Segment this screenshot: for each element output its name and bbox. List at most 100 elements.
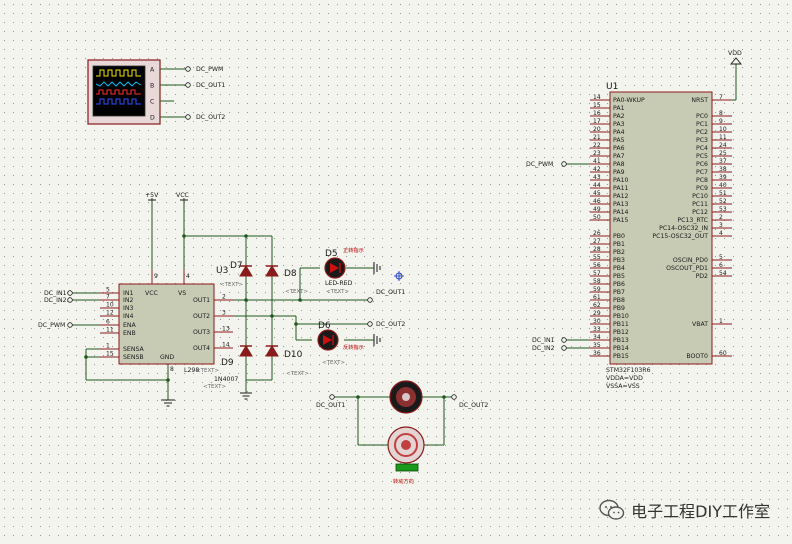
vdd-wires — [712, 57, 742, 101]
mcu-pin-number: 24 — [719, 142, 727, 149]
mcu-pin-number: 34 — [593, 334, 601, 341]
l298-pin-name: OUT3 — [193, 329, 210, 336]
mcu-pin-number: 6 — [719, 262, 723, 269]
diode-d8-ref: D8 — [284, 269, 297, 279]
mcu-pin-number: 22 — [593, 142, 601, 149]
mcu-pin-number: 39 — [719, 174, 727, 181]
l298-pin-number: 4 — [186, 273, 190, 280]
mcu-pin-name: PC4 — [696, 145, 708, 152]
mcu-pin-number: 44 — [593, 182, 601, 189]
l298-ref: U3 — [216, 266, 228, 276]
mcu-pin-name: PA7 — [613, 153, 625, 160]
mcu-pin-number: 37 — [719, 158, 727, 165]
mcu-pin-name: PA1 — [613, 105, 625, 112]
mcu-pin-number: 36 — [593, 350, 601, 357]
mcu-pin-number: 40 — [719, 182, 727, 189]
l298-pin-number: 1 — [106, 343, 110, 350]
mcu-pin-number: 28 — [593, 246, 601, 253]
scope-wires — [160, 66, 191, 120]
l298-pin-name: GND — [160, 354, 174, 361]
diode-d8[interactable] — [265, 265, 279, 277]
l298-pin-number: 11 — [106, 327, 114, 334]
l298-pin-number: 6 — [106, 319, 110, 326]
led-d5[interactable] — [324, 257, 346, 279]
l298-pin-number: 7 — [106, 294, 110, 301]
mcu-pin-number: 49 — [593, 206, 601, 213]
mcu-pin-number: 20 — [593, 126, 601, 133]
crosshair-icon — [394, 271, 404, 281]
mcu-pin-name: PC10 — [692, 193, 708, 200]
mcu-pin-name: PA15 — [613, 217, 629, 224]
l298-pin-name: IN2 — [123, 297, 133, 304]
l298-pin-number: 15 — [106, 351, 114, 358]
mcu-pin-name: OSCIN_PD0 — [673, 257, 708, 264]
l298-text-placeholder: <TEXT> — [196, 368, 219, 374]
mcu-pin-number: 43 — [593, 174, 601, 181]
vcc-power-symbol — [180, 198, 188, 206]
diode-d10[interactable] — [265, 345, 279, 357]
d9-text-placeholder: <TEXT> — [203, 384, 226, 390]
mcu-pin-name: PB8 — [613, 297, 625, 304]
power-wires — [151, 206, 272, 283]
mcu-pin-number: 61 — [593, 294, 601, 301]
diode-d9[interactable] — [239, 345, 253, 357]
out2-net-label: DC_OUT2 — [376, 321, 405, 328]
mcu-pin-name: PB10 — [613, 313, 629, 320]
led-d6[interactable] — [317, 329, 339, 351]
l298-pin-name: IN3 — [123, 305, 133, 312]
mcu-pin-name: PB5 — [613, 273, 625, 280]
mcu-pin-number: 8 — [719, 110, 723, 117]
mcu-pin-number: 25 — [719, 150, 727, 157]
d10-text-placeholder: <TEXT> — [286, 371, 309, 377]
mcu-pin-number: 4 — [719, 230, 723, 237]
wechat-icon — [599, 499, 625, 520]
diode-d7[interactable] — [239, 265, 253, 277]
motor-right-net: DC_OUT2 — [459, 402, 488, 409]
mcu-pin-number: 38 — [719, 166, 727, 173]
mcu-pin-number: 58 — [593, 278, 601, 285]
mcu-ref: U1 — [606, 82, 618, 92]
mcu-pin-number: 55 — [593, 254, 601, 261]
mcu-pin-number: 42 — [593, 166, 601, 173]
mcu-pin-number: 21 — [593, 134, 601, 141]
mcu-pin-name: PC8 — [696, 177, 708, 184]
mcu-pin-number: 50 — [593, 214, 601, 221]
mcu-pin-name: PC7 — [696, 169, 708, 176]
l298-pin-number: 10 — [106, 302, 114, 309]
plus5v-label: +5V — [145, 192, 159, 199]
mcu-pin-number: 1 — [719, 318, 723, 325]
mcu-pin-number: 2 — [719, 214, 723, 221]
mcu-pin-name: PA14 — [613, 209, 629, 216]
l298-pin-number: 13 — [222, 326, 230, 333]
mcu-input-wires — [561, 161, 590, 351]
dc-motor[interactable] — [389, 380, 423, 414]
mcu-pin-number: 11 — [719, 134, 727, 141]
mcu-pin-name: PA4 — [613, 129, 625, 136]
l298-part: L298 — [184, 367, 199, 374]
mcu-pin-name: PB0 — [613, 233, 625, 240]
mcu-pin-name: PD2 — [696, 273, 708, 280]
l298-pin-number: 9 — [154, 273, 158, 280]
mcu-pin-name: PC9 — [696, 185, 708, 192]
rotation-indicator[interactable] — [387, 426, 425, 472]
mcu-pin-number: 41 — [593, 158, 601, 165]
mcu-pin-name: PB1 — [613, 241, 625, 248]
mcu-pin-name: OSCOUT_PD1 — [666, 265, 708, 272]
mcu-pin-name: PB15 — [613, 353, 629, 360]
mcu-pin-name: PC15-OSC32_OUT — [652, 233, 708, 240]
mcu-pin-number: 53 — [719, 206, 727, 213]
led-d6-text-placeholder: <TEXT> — [322, 360, 345, 366]
l298-pin-name: IN4 — [123, 313, 133, 320]
mcu-pin-name: PB9 — [613, 305, 625, 312]
mcu-pin-name: PB2 — [613, 249, 625, 256]
mcu-pin-number: 33 — [593, 326, 601, 333]
mcu-pin-name: PC11 — [692, 201, 708, 208]
mcu-pin-name: PC1 — [696, 121, 708, 128]
mcu-pin-number: 3 — [719, 222, 723, 229]
mcu-pin-name: NRST — [691, 97, 708, 104]
led-d5-text-placeholder: <TEXT> — [326, 289, 349, 295]
